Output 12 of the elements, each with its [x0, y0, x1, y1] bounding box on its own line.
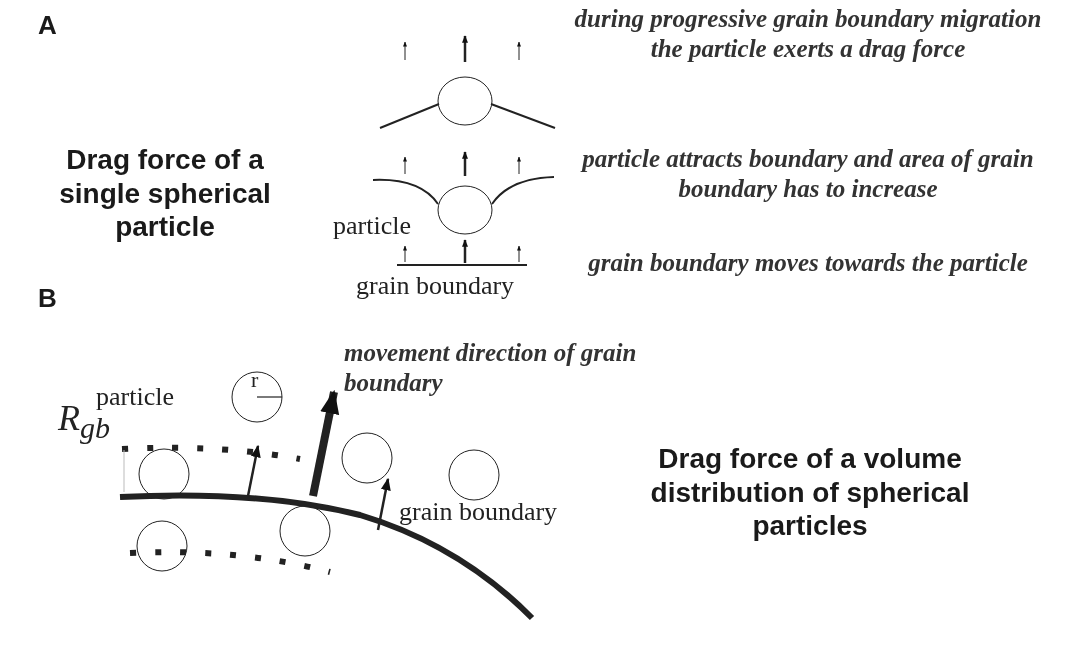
part-label: particle [333, 210, 412, 242]
caption-text: movement direction of grain boundary [344, 338, 638, 398]
part-label: grain boundary [399, 496, 559, 528]
caption-text: during progressive grain boundary migration the particle exerts a drag force [573, 4, 1043, 64]
radius-label: r [251, 367, 260, 394]
part-label: grain boundary [356, 270, 516, 302]
caption-text: particle attracts boundary and area of grain boundary has to increase [579, 144, 1035, 204]
panel-heading: Drag force of a volume distribution of spherical particles [649, 442, 971, 543]
panel-letter: B [38, 283, 58, 315]
panel-letter: A [38, 10, 58, 42]
caption-text: grain boundary moves towards the particle [586, 248, 1029, 278]
panel-heading: Drag force of a single spherical particle [58, 143, 272, 244]
